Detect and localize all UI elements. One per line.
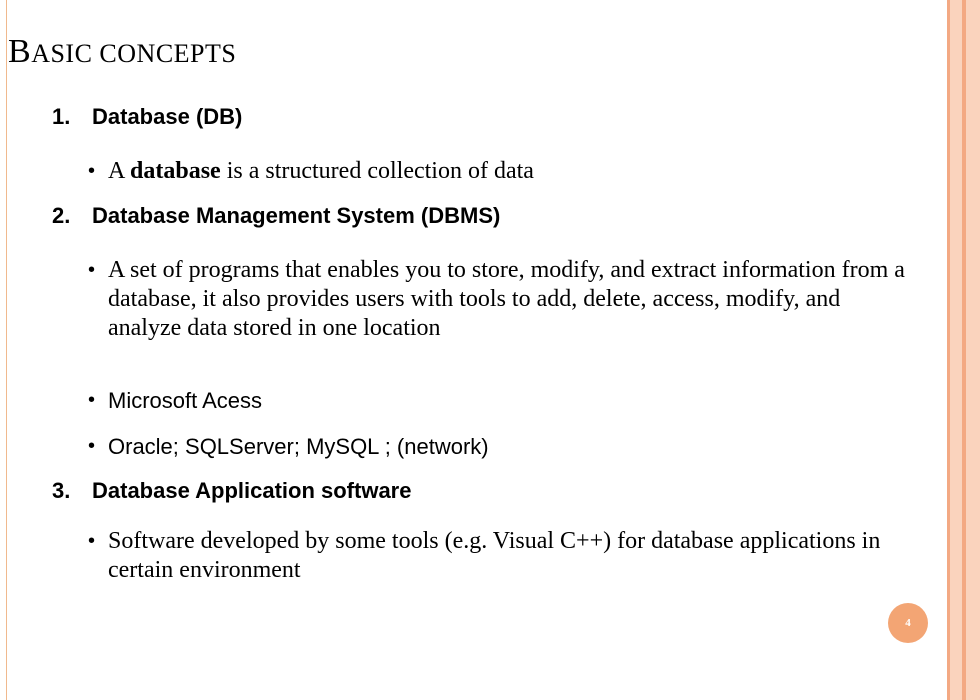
section-heading-application: 3. Database Application software — [52, 478, 411, 504]
section-heading-text: Database Application software — [92, 478, 412, 503]
bullet-icon: • — [88, 435, 96, 457]
bullet-icon: • — [88, 259, 96, 281]
section-number: 2. — [52, 203, 71, 228]
section-number: 1. — [52, 104, 71, 129]
list-item: • Oracle; SQLServer; MySQL ; (network) — [88, 434, 489, 459]
right-decorative-band — [944, 0, 980, 700]
list-item: • A set of programs that enables you to … — [88, 257, 905, 341]
bold-term: database — [130, 158, 221, 184]
left-border-line — [6, 0, 7, 700]
section-number: 3. — [52, 478, 71, 503]
slide-title: Basic concepts — [8, 33, 237, 70]
section-heading-dbms: 2. Database Management System (DBMS) — [52, 203, 500, 229]
section-heading-database: 1. Database (DB) — [52, 104, 242, 130]
list-item: • A database is a structured collection … — [88, 158, 534, 184]
section-heading-text: Database (DB) — [92, 104, 243, 129]
list-item: • Software developed by some tools (e.g.… — [88, 528, 881, 583]
page-number-badge: 4 — [888, 603, 928, 643]
bullet-icon: • — [88, 389, 96, 411]
bullet-icon: • — [88, 530, 96, 552]
list-item: • Microsoft Acess — [88, 388, 263, 413]
bullet-icon: • — [88, 160, 96, 182]
section-heading-text: Database Management System (DBMS) — [92, 203, 501, 228]
